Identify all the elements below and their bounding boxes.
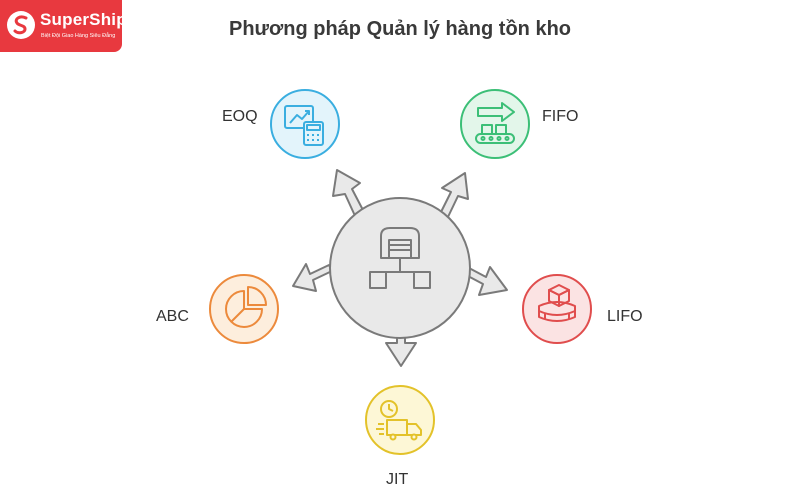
arrow-to-fifo xyxy=(439,172,469,220)
method-node-eoq xyxy=(270,89,340,159)
method-label-lifo: LIFO xyxy=(607,308,643,325)
method-label-abc: ABC xyxy=(156,308,189,325)
warehouse-distribution-icon xyxy=(369,227,431,289)
brand-name: SuperShip xyxy=(40,10,127,29)
chart-calculator-icon xyxy=(284,105,324,146)
stacked-boxes-icon xyxy=(538,284,576,322)
method-node-jit xyxy=(365,385,435,455)
method-label-jit: JIT xyxy=(386,471,409,488)
brand-tagline: Biệt Đội Giao Hàng Siêu Đẳng xyxy=(41,33,116,39)
method-node-fifo xyxy=(460,89,530,159)
method-label-fifo: FIFO xyxy=(542,108,579,125)
arrow-to-lifo xyxy=(465,266,508,296)
conveyor-belt-icon xyxy=(475,102,515,144)
method-node-lifo xyxy=(522,274,592,344)
method-label-eoq: EOQ xyxy=(222,108,258,125)
method-node-abc xyxy=(209,274,279,344)
supership-logo: SuperShip Biệt Đội Giao Hàng Siêu Đẳng xyxy=(0,0,127,52)
pie-chart-icon xyxy=(225,286,267,328)
delivery-truck-icon xyxy=(376,400,422,441)
diagram-title: Phương pháp Quản lý hàng tồn kho xyxy=(228,18,572,40)
supership-mark-icon xyxy=(7,11,35,39)
arrow-to-abc xyxy=(292,263,333,292)
